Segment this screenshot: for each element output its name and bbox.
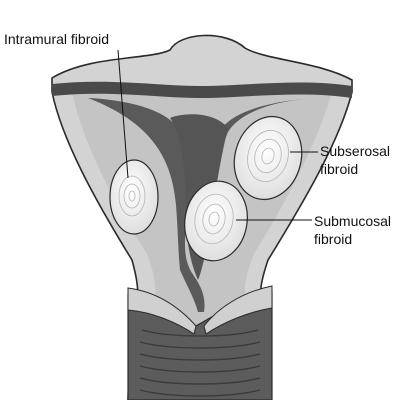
intramural-leader-line	[117, 49, 129, 179]
intramural-label: Intramural fibroid	[4, 31, 109, 47]
fundus-band	[52, 81, 352, 98]
submucosal-label-line2: fibroid	[314, 231, 352, 247]
vaginal-folds	[139, 329, 261, 397]
subserosal-fibroid	[233, 115, 303, 201]
intramural-fibroid	[109, 159, 159, 235]
submucosal-label-line1: Submucosal	[314, 213, 391, 229]
uterine-cavity	[88, 98, 205, 312]
cervix-lip-right	[203, 285, 273, 335]
cervix-lip-left	[127, 287, 197, 335]
submucosal-fibroid	[184, 180, 248, 262]
subserosal-label-line1: Subserosal	[320, 143, 390, 159]
subserosal-label-line2: fibroid	[320, 161, 358, 177]
